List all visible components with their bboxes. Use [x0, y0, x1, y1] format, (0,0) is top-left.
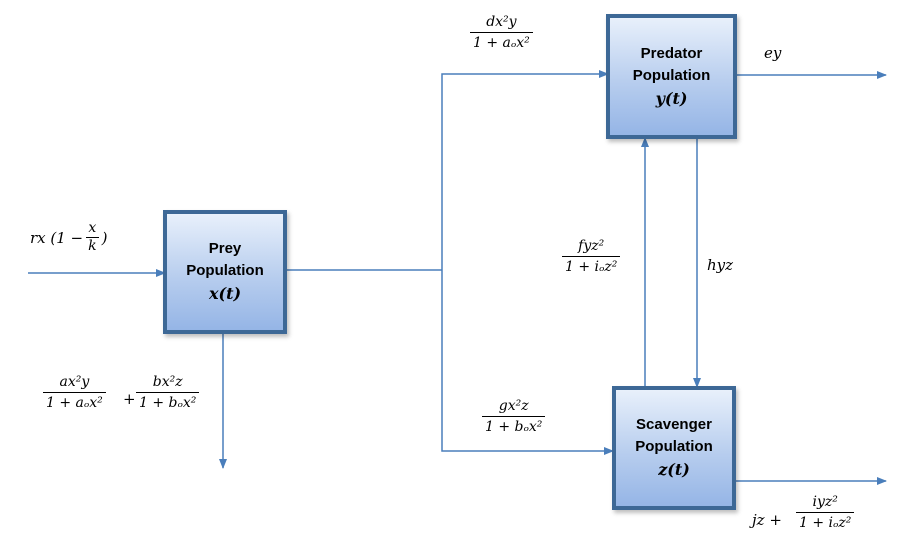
prey-growth-bar: [86, 237, 99, 238]
scavenger-loss-prefix: jz +: [752, 511, 782, 529]
scavenger-loss-bar: [796, 512, 855, 513]
prey-population-box[interactable]: Prey Population x(t): [163, 210, 287, 334]
prey-to-scavenger-bar: [482, 416, 546, 417]
scavenger-loss-den: 1 + iₒz²: [799, 515, 852, 531]
prey-to-scavenger-label: gx²z 1 + bₒx²: [482, 398, 546, 435]
prey-loss-term2: bx²z 1 + bₒx²: [136, 374, 200, 411]
scavenger-population-box[interactable]: Scavenger Population z(t): [612, 386, 736, 510]
prey-loss-plus: +: [123, 390, 136, 408]
prey-loss-num1: ax²y: [59, 374, 90, 390]
prey-loss-bar2: [136, 392, 200, 393]
prey-loss-num2: bx²z: [152, 374, 183, 390]
arrow-prey-to-predator: [441, 70, 609, 270]
prey-to-predator-label: dx²y 1 + aₒx²: [470, 14, 533, 51]
prey-to-predator-num: dx²y: [486, 14, 517, 30]
predator-box-title: Predator: [640, 44, 703, 62]
prey-box-variable: x(t): [208, 284, 242, 303]
scavenger-to-predator-label: fyz² 1 + iₒz²: [562, 238, 621, 275]
prey-growth-label: rx (1 − x k ): [30, 220, 107, 255]
prey-growth-fraction: x k: [86, 220, 99, 255]
scavenger-to-predator-den: 1 + iₒz²: [565, 259, 618, 275]
arrow-prey-to-scavenger: [441, 270, 614, 455]
prey-loss-den2: 1 + bₒx²: [139, 395, 197, 411]
prey-growth-num: x: [88, 220, 97, 236]
prey-loss-den1: 1 + aₒx²: [46, 395, 103, 411]
scavenger-box-title: Scavenger: [636, 416, 712, 433]
predator-box-variable: y(t): [655, 88, 688, 108]
scavenger-to-predator-bar: [562, 256, 621, 257]
prey-to-predator-bar: [470, 32, 533, 33]
scavenger-loss-fraction: iyz² 1 + iₒz²: [796, 494, 855, 531]
prey-growth-prefix: rx (1 −: [30, 228, 84, 247]
scavenger-to-predator-num: fyz²: [578, 238, 605, 254]
predator-death-label: ey: [764, 44, 782, 62]
prey-box-title: Prey: [208, 240, 242, 257]
scavenger-box-subtitle: Population: [635, 438, 713, 455]
scavenger-loss-num: iyz²: [812, 494, 838, 510]
prey-loss-bar1: [43, 392, 106, 393]
predator-box-subtitle: Population: [632, 66, 711, 84]
prey-growth-den: k: [88, 238, 97, 254]
predator-to-scavenger-label: hyz: [707, 256, 734, 274]
prey-growth-suffix: ): [101, 228, 108, 247]
prey-to-scavenger-num: gx²z: [498, 398, 529, 414]
prey-loss-term1: ax²y 1 + aₒx²: [43, 374, 106, 411]
scavenger-box-variable: z(t): [658, 460, 690, 479]
prey-to-predator-den: 1 + aₒx²: [473, 35, 530, 51]
prey-box-subtitle: Population: [186, 262, 264, 279]
predator-population-box[interactable]: Predator Population y(t): [606, 14, 737, 139]
prey-to-scavenger-den: 1 + bₒx²: [485, 419, 543, 435]
